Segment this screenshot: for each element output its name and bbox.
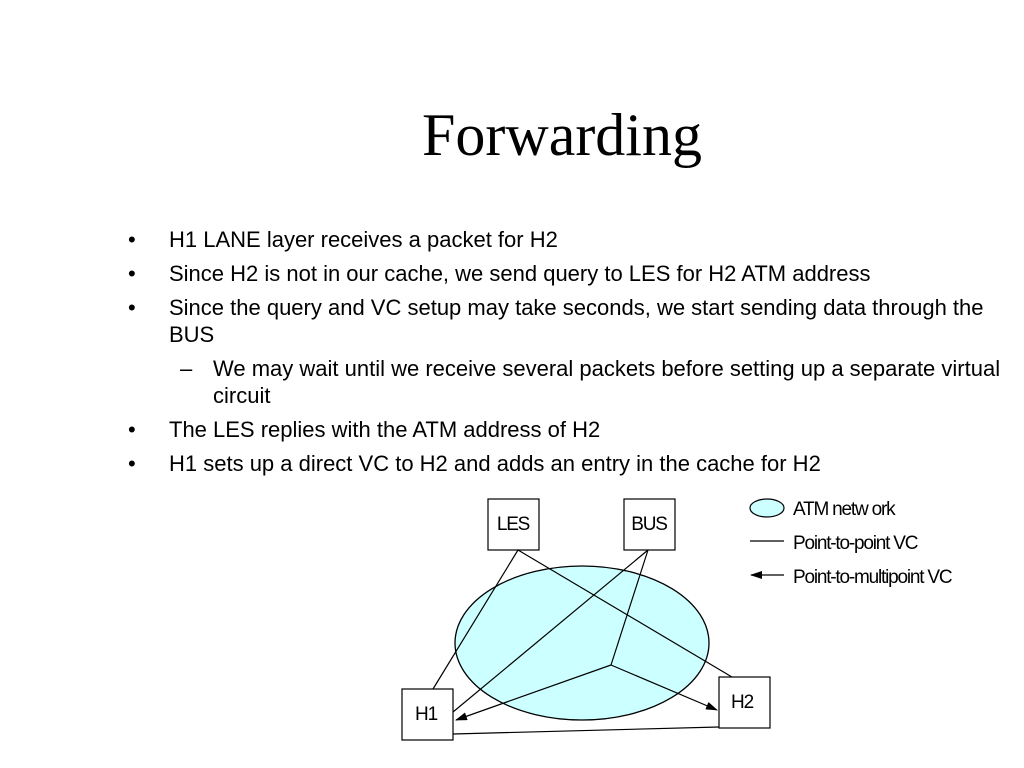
bullet-marker: • (128, 417, 136, 442)
bullet-item: • H1 sets up a direct VC to H2 and adds … (128, 450, 1008, 477)
bullet-list: • H1 LANE layer receives a packet for H2… (128, 226, 1008, 484)
direct-vc-h1-h2 (452, 726, 720, 735)
h2-node: H2 (718, 676, 771, 729)
bullet-marker: • (128, 295, 136, 320)
legend-atm-network-swatch (749, 498, 785, 518)
h1-label: H1 (415, 704, 438, 725)
vc-line-bus-junction (610, 549, 649, 666)
bullet-item: • H1 LANE layer receives a packet for H2 (128, 226, 1008, 253)
bullet-marker: • (128, 227, 136, 252)
multipoint-vc-to-h2 (610, 664, 718, 711)
sub-bullet-text: We may wait until we receive several pac… (213, 356, 1001, 408)
les-label: LES (497, 514, 530, 535)
legend-atm-network-label: ATM netw ork (793, 499, 896, 520)
bus-node: BUS (623, 498, 676, 551)
legend-point-to-point-label: Point-to-point VC (793, 533, 918, 554)
bullet-marker: • (128, 261, 136, 286)
vc-line-bus-h1 (452, 549, 649, 713)
bullet-text: Since the query and VC setup may take se… (169, 295, 984, 347)
bullet-item: • Since the query and VC setup may take … (128, 294, 1008, 348)
sub-bullet-item: – We may wait until we receive several p… (128, 355, 1008, 409)
bullet-text: H1 LANE layer receives a packet for H2 (169, 227, 558, 252)
les-node: LES (487, 498, 540, 551)
sub-bullet-marker: – (180, 356, 193, 381)
h1-node: H1 (401, 688, 454, 741)
multipoint-vc-to-h1 (455, 664, 612, 721)
bullet-item: • Since H2 is not in our cache, we send … (128, 260, 1008, 287)
atm-network-ellipse (454, 565, 710, 721)
bullet-text: Since H2 is not in our cache, we send qu… (169, 261, 871, 286)
legend-point-to-multipoint-label: Point-to-multipoint VC (793, 567, 952, 588)
h2-label: H2 (731, 692, 754, 713)
bullet-item: • The LES replies with the ATM address o… (128, 416, 1008, 443)
vc-line-les-h1 (432, 549, 519, 690)
bullet-text: The LES replies with the ATM address of … (169, 417, 601, 442)
bus-label: BUS (631, 514, 667, 535)
slide-title: Forwarding (422, 102, 702, 168)
legend: ATM netw ork Point-to-point VC Point-to-… (749, 498, 953, 588)
bullet-marker: • (128, 451, 136, 476)
bullet-text: H1 sets up a direct VC to H2 and adds an… (169, 451, 821, 476)
